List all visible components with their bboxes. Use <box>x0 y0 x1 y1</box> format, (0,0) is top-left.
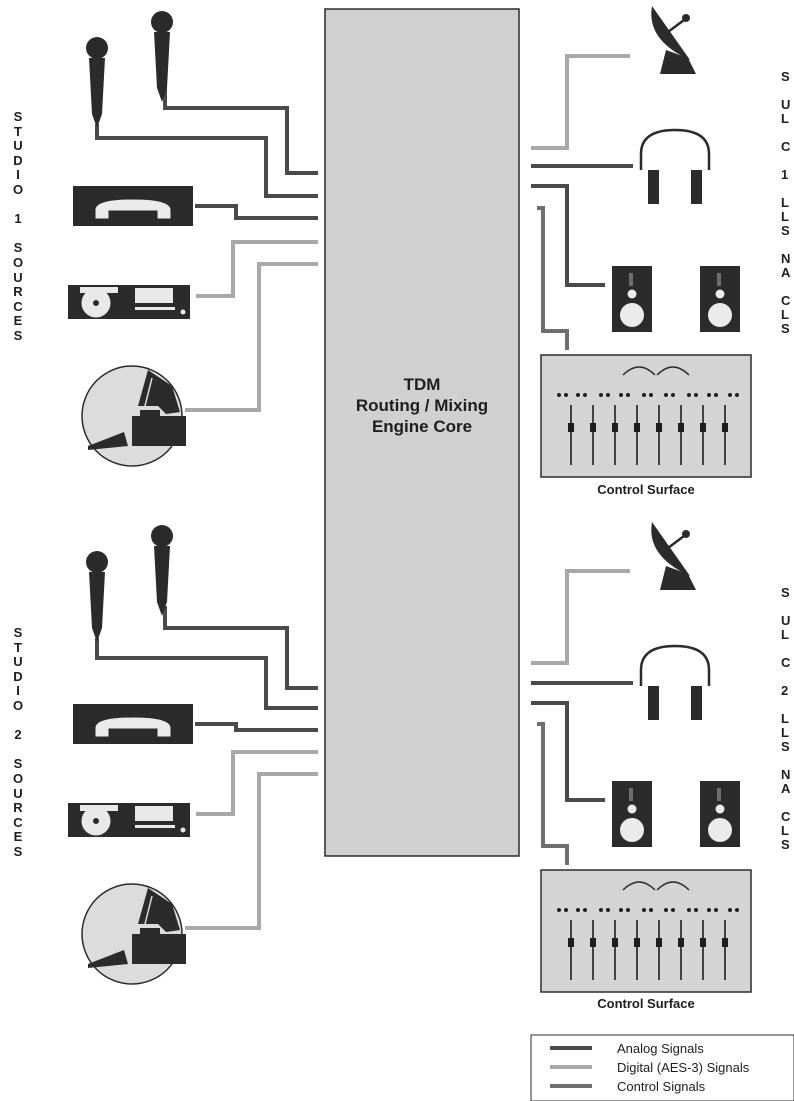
turntable-icon <box>82 366 186 466</box>
control-surface-icon <box>541 870 751 992</box>
speaker-icon <box>700 781 740 847</box>
legend-label-control: Control Signals <box>617 1079 706 1094</box>
speaker-icon <box>612 781 652 847</box>
telephone-icon <box>73 704 193 744</box>
headphones-icon <box>641 130 709 204</box>
legend-label-analog: Analog Signals <box>617 1041 704 1056</box>
core-title-line2: Routing / Mixing <box>325 395 519 416</box>
microphone-icon <box>151 525 173 616</box>
speaker-icon <box>700 266 740 332</box>
turntable-icon <box>82 884 186 984</box>
control-surface-icon <box>541 355 751 477</box>
core-title-line3: Engine Core <box>325 416 519 437</box>
studio-2-label: S T U D I O 2 S O U R C E S <box>6 626 30 860</box>
satellite-dish-icon <box>651 6 696 74</box>
control-surface-caption-1: Control Surface <box>541 482 751 497</box>
satellite-dish-icon <box>651 522 696 590</box>
right-edge-label-1: S U L C 1 L L S N A C L S <box>781 70 794 410</box>
headphones-icon <box>641 646 709 720</box>
microphone-icon <box>86 37 108 128</box>
telephone-icon <box>73 186 193 226</box>
legend: Analog Signals Digital (AES-3) Signals C… <box>531 1035 794 1101</box>
core-title-line1: TDM <box>325 374 519 395</box>
microphone-icon <box>86 551 108 642</box>
legend-label-digital: Digital (AES-3) Signals <box>617 1060 750 1075</box>
control-surface-caption-2: Control Surface <box>541 996 751 1011</box>
core-engine-label: TDM Routing / Mixing Engine Core <box>325 374 519 437</box>
speaker-icon <box>612 266 652 332</box>
cd-player-icon <box>68 285 190 319</box>
cd-player-icon <box>68 803 190 837</box>
right-edge-label-2: S U L C 2 L L S N A C L S <box>781 586 794 926</box>
microphone-icon <box>151 11 173 102</box>
studio-1-label: S T U D I O 1 S O U R C E S <box>6 110 30 344</box>
